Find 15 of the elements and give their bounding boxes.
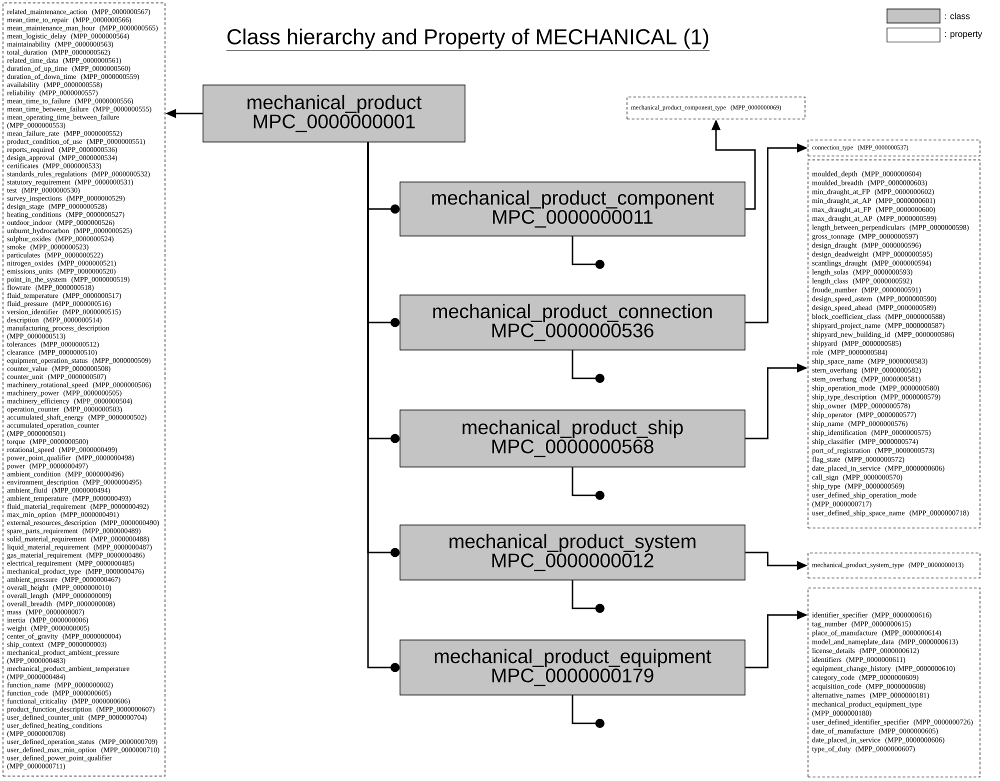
class-box: mechanical_product_equipment MPC_0000000179	[400, 640, 746, 696]
connector-line	[572, 467, 604, 500]
class-box: mechanical_product_system MPC_0000000012	[400, 524, 746, 580]
connector-line	[572, 350, 604, 383]
connector-line	[572, 695, 604, 728]
class-box: mechanical_product_component MPC_0000000011	[400, 182, 746, 236]
title: Class hierarchy and Property of MECHANICAL (1)	[226, 28, 710, 51]
class-box: mechanical_product_ship MPC_0000000568	[400, 410, 746, 468]
connector-line	[572, 580, 604, 613]
class-box: mechanical_product_connection MPC_0000000536	[400, 294, 746, 350]
connector-line	[572, 236, 604, 269]
legend-label: : class	[945, 12, 970, 20]
connector-line	[367, 142, 400, 672]
legend-label: : property	[945, 31, 982, 39]
class-box: mechanical_product MPC_0000000001	[202, 84, 466, 142]
